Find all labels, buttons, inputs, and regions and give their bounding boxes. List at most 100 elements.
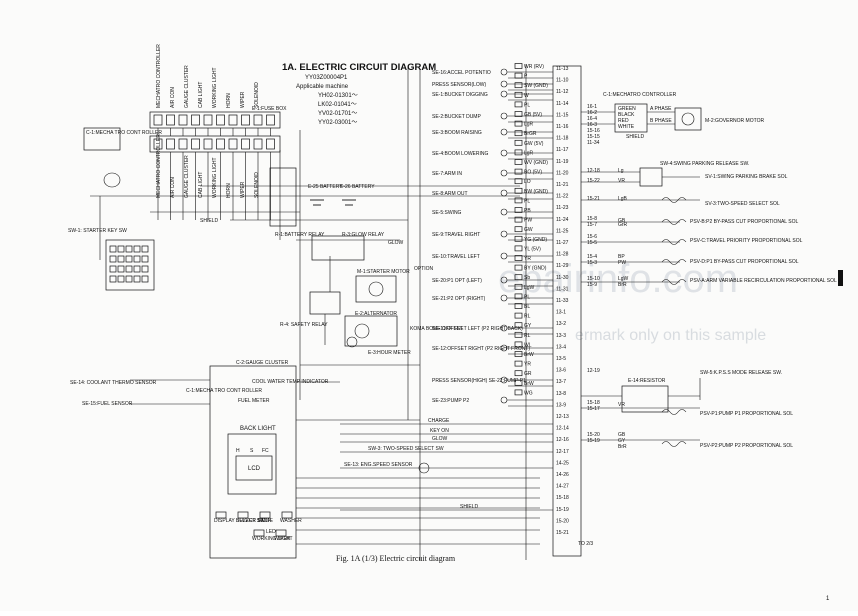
cluster-button[interactable] bbox=[253, 529, 265, 537]
speed-sensor-symbol bbox=[418, 462, 430, 474]
key-grid-cell bbox=[141, 275, 149, 283]
key-grid-cell bbox=[109, 245, 117, 253]
key-grid-cell bbox=[117, 265, 125, 273]
wire-trunks bbox=[90, 64, 540, 560]
terminal-number: 13-8 bbox=[556, 391, 566, 397]
right-wire-code: BrR bbox=[618, 282, 627, 288]
key-grid-cell bbox=[133, 275, 141, 283]
terminal-number: 11-28 bbox=[556, 252, 569, 258]
fuse-cell bbox=[241, 138, 250, 150]
wire-code: LgR bbox=[524, 150, 534, 156]
code-black: BLACK bbox=[618, 112, 635, 118]
terminal-number: 13-9 bbox=[556, 402, 566, 408]
cluster-button-label: WIPER bbox=[274, 536, 291, 542]
bypass-label: PSV-B:P2 BY-PASS CUT PROPORTIONAL SOL bbox=[690, 219, 798, 225]
cluster-button[interactable] bbox=[275, 529, 287, 537]
right-terminal: 11-34 bbox=[587, 140, 600, 146]
key-grid-cell bbox=[125, 275, 133, 283]
fuse-cell bbox=[153, 138, 163, 150]
right-wire-code: BrR bbox=[618, 444, 627, 450]
key-grid-cell bbox=[133, 265, 141, 273]
page-number: 1 bbox=[826, 596, 830, 602]
kps-release-label: SW-5:K.P.S.S MODE RELEASE SW. bbox=[700, 370, 782, 376]
right-terminal: 15-18 bbox=[587, 400, 600, 406]
right-terminal: 15-8 bbox=[587, 216, 597, 222]
right-wire-code: GrR bbox=[618, 222, 628, 228]
fuse-cell bbox=[203, 114, 213, 126]
wire-code: WL bbox=[524, 342, 532, 348]
fuse-cell bbox=[216, 114, 225, 126]
wire-code: RL bbox=[524, 333, 531, 339]
right-wire-code: GY bbox=[618, 438, 626, 444]
key-grid-cell bbox=[109, 255, 117, 263]
sensor-label: SE-3:BOOM RAISING bbox=[432, 130, 482, 136]
terminal-numbers: 11-1311-1011-1211-1411-1511-1611-1811-17… bbox=[556, 66, 569, 536]
fuse-label: WIPER bbox=[240, 91, 246, 108]
cluster-button[interactable] bbox=[237, 511, 249, 519]
sensor-label: PRESS SENSOR(LOW) bbox=[432, 82, 487, 88]
right-terminal: 16-1 bbox=[587, 104, 597, 110]
wire-code: PL bbox=[524, 294, 530, 300]
terminal-number: 11-13 bbox=[556, 66, 569, 72]
key-grid-cell bbox=[117, 255, 125, 263]
cluster-button[interactable] bbox=[215, 511, 227, 519]
fuse-cell bbox=[216, 138, 225, 150]
right-terminal: 15-22 bbox=[587, 178, 600, 184]
wire-code-chip bbox=[514, 360, 523, 367]
right-wire-code: VR bbox=[618, 402, 625, 408]
figure-caption: Fig. 1A (1/3) Electric circuit diagram bbox=[336, 554, 456, 563]
solenoid-coil-icon bbox=[661, 259, 687, 265]
right-wire-code: LgW bbox=[618, 276, 629, 282]
sensor-label: SE-7:ARM IN bbox=[432, 171, 462, 177]
wire-code: BrW bbox=[524, 352, 534, 358]
terminal-number: 13-2 bbox=[556, 321, 566, 327]
right-terminal: 15-6 bbox=[587, 234, 597, 240]
diagram-title: 1A. ELECTRIC CIRCUIT DIAGRAM bbox=[282, 62, 436, 73]
wire-code: WG bbox=[524, 390, 533, 396]
right-terminal: 15-4 bbox=[587, 254, 597, 260]
wire-code-chip bbox=[514, 120, 523, 127]
terminal-number: 13-3 bbox=[556, 333, 566, 339]
sensor-label: SE-4:BOOM LOWERING bbox=[432, 151, 489, 157]
wire-code-chip bbox=[514, 149, 523, 156]
right-terminal: 16-3 bbox=[587, 122, 597, 128]
right-shield-label: SHIELD bbox=[626, 134, 644, 140]
wire-code: PL bbox=[524, 102, 530, 108]
hour-meter-label: E-3:HOUR METER bbox=[368, 350, 411, 356]
terminal-number: 11-20 bbox=[556, 170, 569, 176]
wire-code-chip bbox=[514, 226, 523, 233]
terminal-number: 15-18 bbox=[556, 495, 569, 501]
cluster-button[interactable] bbox=[281, 511, 293, 519]
wire-code-chip bbox=[514, 351, 523, 357]
shield-label: SHIELD bbox=[200, 218, 218, 224]
alternator-label: E-2:ALTERNATOR bbox=[355, 311, 397, 317]
terminal-number: 13-6 bbox=[556, 368, 566, 374]
wire-code: YL (5V) bbox=[524, 246, 541, 252]
fuse-label: WORKING LIGHT bbox=[212, 67, 218, 108]
wire-code-chip bbox=[514, 379, 523, 386]
fuse-cell bbox=[178, 114, 188, 126]
key-grid-cell bbox=[125, 265, 133, 273]
terminal-number: 15-21 bbox=[556, 530, 569, 536]
gauge-cluster: C-2:GAUGE CLUSTER COOL WATER TEMP INDICA… bbox=[209, 360, 329, 559]
glow-relay-label: R-3:GLOW RELAY bbox=[342, 232, 385, 238]
resistor-label: E-14:RESISTOR bbox=[628, 378, 666, 384]
wire-code-chip bbox=[514, 207, 523, 213]
wire-code: WV (GND) bbox=[524, 160, 548, 166]
gauge-key-h: H bbox=[236, 448, 240, 454]
fuse-label: GAUGE CLUSTER bbox=[184, 65, 190, 108]
right-terminal: 15-16 bbox=[587, 128, 600, 134]
terminal-number: 14-25 bbox=[556, 460, 569, 466]
wire-code: PL bbox=[524, 198, 530, 204]
cluster-button-label: BUZZER STOP bbox=[236, 518, 272, 524]
wire-code: RL bbox=[524, 314, 531, 320]
bottom-signal-label: SW-3: TWO-SPEED SELECT SW bbox=[368, 446, 444, 452]
pump-p1-label: PSV-P1:PUMP P1 PROPORTIONAL SOL bbox=[700, 411, 793, 417]
cluster-button[interactable] bbox=[259, 511, 271, 519]
glow-label: GLOW bbox=[388, 240, 404, 246]
watermark-note: ermark only on this sample bbox=[575, 327, 766, 344]
terminal-number: 11-21 bbox=[556, 182, 569, 188]
fuse-cell bbox=[191, 138, 200, 150]
terminal-number: 11-30 bbox=[556, 275, 569, 281]
sensor-label: SE-8:ARM OUT bbox=[432, 191, 468, 197]
